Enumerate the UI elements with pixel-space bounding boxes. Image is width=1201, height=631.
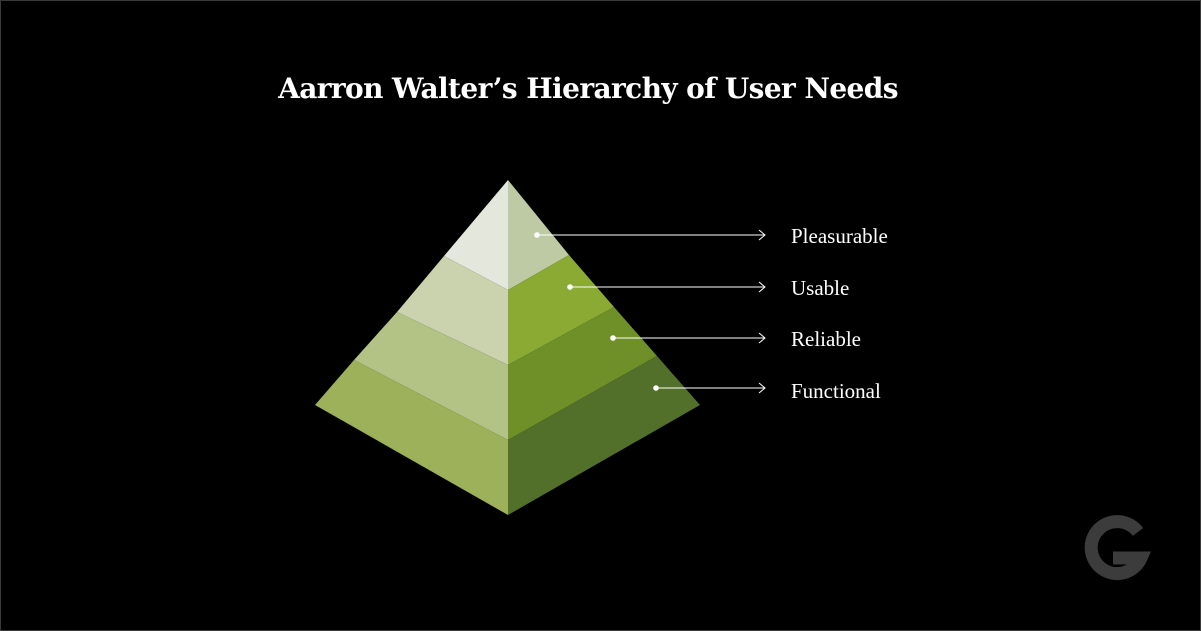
connector-functional [653, 382, 766, 394]
pyramid-left-face-functional [315, 360, 508, 515]
pyramid [315, 180, 700, 515]
g-logo-icon [1084, 515, 1151, 581]
connector-pleasurable [534, 229, 766, 241]
connector-usable [567, 281, 766, 293]
pyramid-left-face-pleasurable [444, 180, 508, 290]
pyramid-right-face-usable [508, 255, 614, 365]
pyramid-left-face-reliable [354, 312, 508, 440]
level-label-functional: Functional [791, 379, 881, 403]
level-label-reliable: Reliable [791, 327, 861, 351]
pyramid-right-face-functional [508, 356, 700, 515]
page-title: Aarron Walter’s Hierarchy of User Needs [278, 72, 898, 105]
level-label-usable: Usable [791, 276, 850, 300]
pyramid-right-face-reliable [508, 307, 657, 440]
connectors [534, 229, 766, 394]
level-label-pleasurable: Pleasurable [791, 224, 888, 248]
connector-reliable [610, 332, 766, 344]
pyramid-left-face-usable [397, 256, 508, 365]
